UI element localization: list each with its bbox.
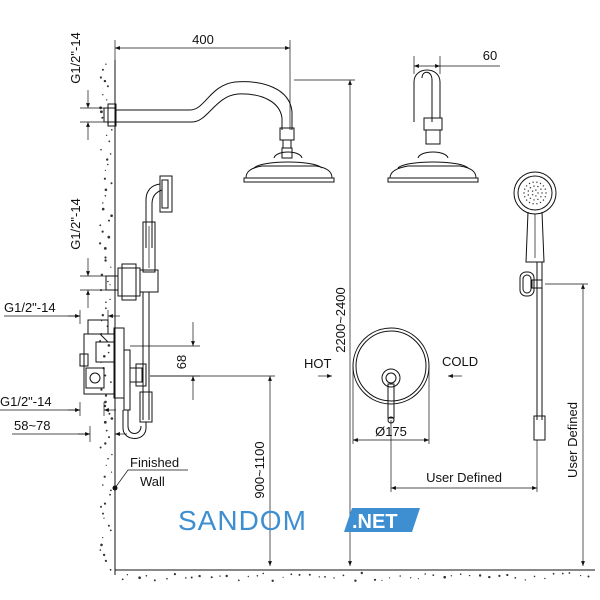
thread-dimension-left-upper: G1/2"-14 (4, 300, 120, 324)
rain-shower-head (243, 147, 335, 183)
thread-label-top: G1/2"-14 (68, 32, 83, 84)
head-offset-label: 60 (483, 48, 497, 63)
wall-offset-label: 58~78 (14, 418, 51, 433)
watermark-suffix: .NET (352, 511, 398, 533)
diverter-spacing-label: 68 (174, 355, 189, 369)
dimension-arm-length: 400 (114, 32, 291, 130)
finished-wall-callout: Finished Wall (112, 455, 188, 491)
thread-dimension-top: G1/2"-14 (68, 32, 104, 140)
total-height-label: 2200~2400 (333, 287, 348, 352)
dimension-wall-offset: 58~78 (12, 418, 127, 442)
finished-wall-line1: Finished (130, 455, 179, 470)
watermark-badge (344, 508, 420, 532)
valve-plate-front (352, 327, 430, 424)
shower-head-side-view (387, 69, 479, 183)
valve-direction-labels: HOT COLD (304, 354, 478, 378)
thread-label-middle: G1/2"-14 (68, 198, 83, 250)
watermark-brand: SANDOM (178, 505, 307, 536)
dimension-user-defined-vertical: User Defined (545, 283, 588, 566)
hand-shower-rail (105, 175, 173, 439)
floor-hatching (121, 571, 590, 582)
user-defined-horizontal-label: User Defined (426, 470, 502, 485)
dimension-user-defined-horizontal: User Defined (390, 420, 538, 492)
cold-label: COLD (442, 354, 478, 369)
hot-label: HOT (304, 356, 332, 371)
thread-dimension-middle: G1/2"-14 (68, 198, 106, 308)
arm-length-label: 400 (192, 32, 214, 47)
shower-arm (103, 81, 295, 149)
diverter-valve-body (79, 319, 147, 411)
thread-dimension-left-lower: G1/2"-14 (0, 394, 116, 416)
user-defined-vertical-label: User Defined (565, 402, 580, 478)
hand-shower-side-view (513, 171, 557, 441)
thread-label-left-upper: G1/2"-14 (4, 300, 56, 315)
dimension-diverter-spacing: 68 (130, 322, 200, 400)
dimension-valve-height: 900~1100 (150, 375, 275, 566)
spray-nozzles (523, 181, 547, 205)
wall-hatching (99, 63, 114, 571)
watermark-logo: SANDOM .NET (178, 505, 420, 536)
dimension-head-offset: 60 (413, 48, 500, 74)
valve-height-label: 900~1100 (252, 441, 267, 498)
dimension-total-height: 2200~2400 (294, 79, 355, 566)
finished-wall-line2: Wall (140, 474, 165, 489)
thread-label-left-lower: G1/2"-14 (0, 394, 52, 409)
